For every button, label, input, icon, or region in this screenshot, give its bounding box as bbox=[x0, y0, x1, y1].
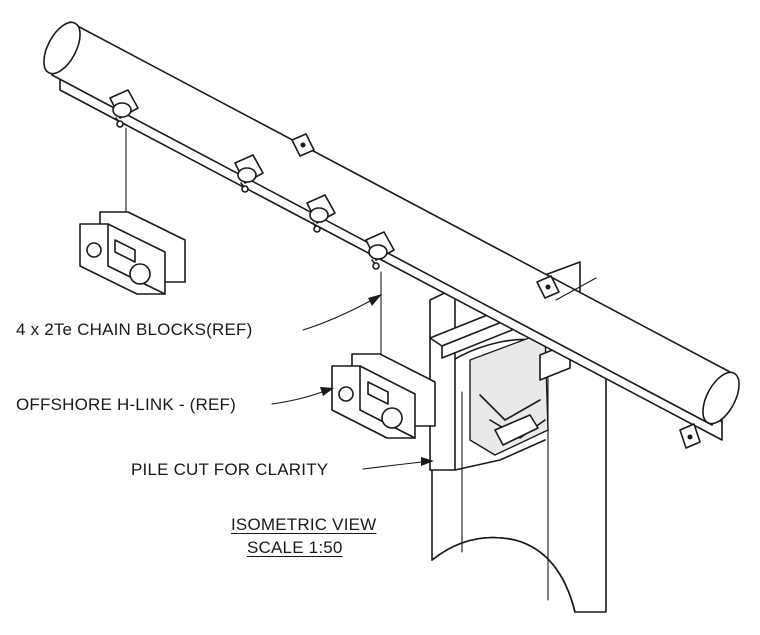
chain-block-3 bbox=[306, 194, 336, 233]
leader-pile-cut bbox=[362, 457, 434, 470]
leader-h-link bbox=[271, 387, 334, 405]
chain-block-2 bbox=[234, 154, 264, 193]
leader-chain-blocks bbox=[302, 294, 382, 331]
chain-block-4 bbox=[365, 231, 395, 270]
callout-h-link: OFFSHORE H-LINK - (REF) bbox=[16, 395, 236, 414]
h-link-right bbox=[331, 353, 436, 439]
callout-chain-blocks: 4 x 2Te CHAIN BLOCKS(REF) bbox=[16, 320, 253, 339]
chain-block-1 bbox=[109, 89, 139, 128]
callout-pile-cut: PILE CUT FOR CLARITY bbox=[131, 460, 329, 479]
h-link-left bbox=[79, 211, 186, 295]
view-scale: SCALE 1:50 bbox=[247, 538, 343, 557]
view-title: ISOMETRIC VIEW bbox=[231, 515, 377, 534]
